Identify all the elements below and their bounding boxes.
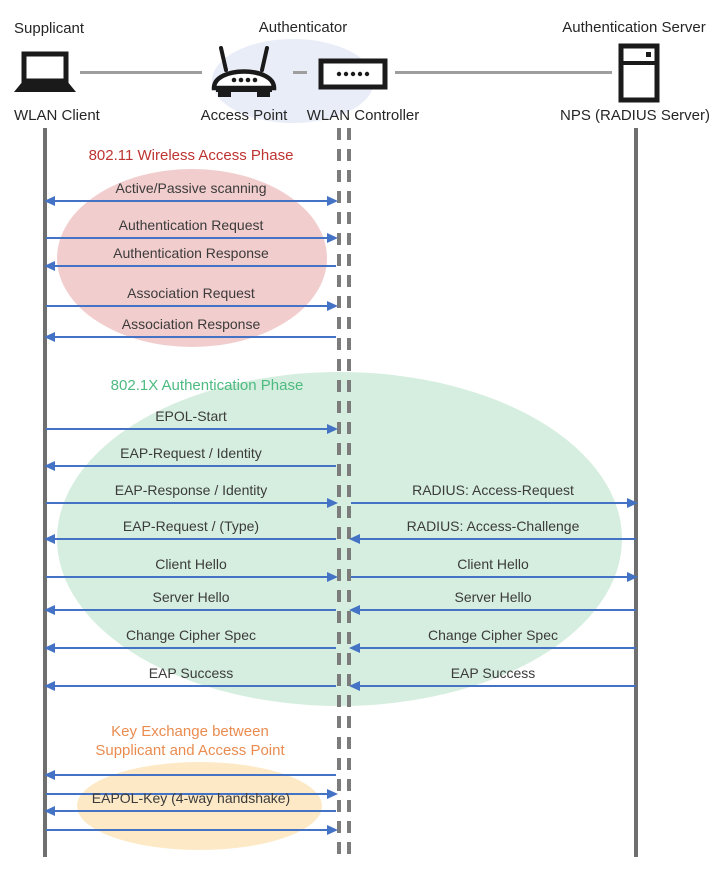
arrowhead-left [44, 605, 55, 615]
arrowhead-left [44, 534, 55, 544]
arrowhead-left [44, 261, 55, 271]
lifeline-auth-server [634, 128, 638, 857]
phase-ellipse-wireless-access [57, 169, 327, 347]
actor-label-supplicant: Supplicant [14, 20, 85, 37]
message-arrow [46, 825, 338, 835]
arrowhead-left [44, 770, 55, 780]
arrowhead-left [44, 332, 55, 342]
message-label: EAPOL-Key (4-way handshake) [91, 790, 291, 806]
actor-label-authenticator: Authenticator [258, 19, 348, 36]
message-label: RADIUS: Access-Request [412, 482, 574, 498]
device-label-wlan-controller: WLAN Controller [306, 107, 420, 124]
lifeline-supplicant [43, 128, 47, 857]
laptop-icon [10, 50, 80, 100]
message-arrow [44, 770, 336, 780]
arrowhead-left [44, 196, 55, 206]
phase-ellipse-key-exchange [77, 762, 322, 850]
phase-title-wireless-access: 802.11 Wireless Access Phase [88, 147, 294, 164]
message-label: Association Response [121, 316, 261, 332]
message-arrow [44, 806, 336, 816]
wlan-controller-icon [318, 58, 388, 95]
arrowhead-right [327, 789, 338, 799]
device-label-access-point: Access Point [200, 107, 288, 124]
message-arrow [349, 681, 636, 691]
message-arrow [349, 534, 636, 544]
message-label: Server Hello [152, 589, 230, 605]
message-arrow [44, 534, 336, 544]
message-arrow [46, 572, 338, 582]
arrowhead-left [349, 605, 360, 615]
access-point-icon [206, 44, 282, 111]
lifeline-authenticator-2 [347, 128, 351, 854]
message-arrow [44, 261, 336, 271]
arrowhead-right [327, 196, 338, 206]
message-label: EAP Success [148, 665, 234, 681]
message-label: EAP-Response / Identity [114, 482, 268, 498]
arrowhead-left [44, 643, 55, 653]
message-label: Change Cipher Spec [428, 627, 558, 643]
message-arrow [44, 681, 336, 691]
arrowhead-right [327, 424, 338, 434]
message-arrow [349, 643, 636, 653]
actor-label-authentication-server: Authentication Server [562, 19, 706, 36]
lifeline-authenticator-1 [337, 128, 341, 854]
message-label: Client Hello [457, 556, 529, 572]
arrowhead-right [327, 825, 338, 835]
message-label: RADIUS: Access-Challenge [406, 518, 580, 534]
arrowhead-left [44, 806, 55, 816]
arrowhead-left [349, 534, 360, 544]
connector-controller-server [395, 71, 612, 74]
message-label: Authentication Request [118, 217, 264, 233]
arrowhead-left [349, 681, 360, 691]
message-arrow [46, 498, 338, 508]
arrowhead-right [327, 498, 338, 508]
connector-ap-controller [293, 71, 307, 74]
device-label-wlan-client: WLAN Client [14, 107, 100, 124]
connector-client-ap [80, 71, 202, 74]
device-label-nps-radius-server: NPS (RADIUS Server) [559, 107, 711, 124]
message-arrow [349, 605, 636, 615]
message-arrow [351, 572, 638, 582]
message-label: Association Request [127, 285, 255, 301]
message-label: Change Cipher Spec [126, 627, 256, 643]
message-label: EAP-Request / Identity [120, 445, 262, 461]
message-arrow [44, 461, 336, 471]
message-label: Authentication Response [113, 245, 269, 261]
message-arrow [46, 301, 338, 311]
arrowhead-right [327, 572, 338, 582]
arrowhead-left [44, 681, 55, 691]
arrowhead-right [327, 301, 338, 311]
message-arrow [46, 424, 338, 434]
message-arrow [351, 498, 638, 508]
arrowhead-left [44, 461, 55, 471]
phase-title-dot1x-authentication: 802.1X Authentication Phase [110, 377, 304, 394]
server-icon [618, 43, 660, 108]
message-label: EAP Success [450, 665, 536, 681]
arrowhead-right [327, 233, 338, 243]
message-arrow [44, 605, 336, 615]
arrowhead-right [627, 498, 638, 508]
message-label: Active/Passive scanning [115, 180, 267, 196]
message-arrow [44, 332, 336, 342]
message-arrow [46, 233, 338, 243]
message-arrow [44, 643, 336, 653]
message-label: EAP-Request / (Type) [122, 518, 260, 534]
phase-title-key-exchange: Key Exchange between Supplicant and Acce… [95, 723, 285, 759]
arrowhead-left [349, 643, 360, 653]
arrowhead-right [627, 572, 638, 582]
message-arrow [46, 789, 338, 799]
message-arrow [44, 196, 338, 206]
message-label: EPOL-Start [155, 408, 227, 424]
message-label: Server Hello [454, 589, 532, 605]
message-label: Client Hello [155, 556, 227, 572]
